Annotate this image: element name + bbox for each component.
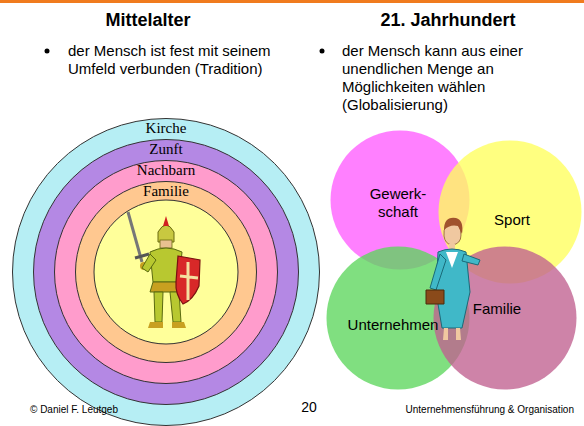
footer-text: Unternehmensführung & Organisation (406, 404, 574, 416)
knight-figure (128, 212, 200, 328)
bullet-dot (320, 49, 325, 54)
node-label: Zunft (33, 141, 299, 158)
column-heading: 21. Jahrhundert (380, 9, 515, 31)
node-label: Kirche (12, 120, 320, 137)
bullet-text: der Mensch kann aus einer unendlichen Me… (342, 42, 576, 114)
column-heading: Mittelalter (105, 9, 190, 31)
sword (128, 212, 142, 262)
footer-text: 20 (301, 399, 317, 415)
briefcase (426, 290, 444, 304)
node-label: Familie (473, 300, 521, 318)
bullet-text: der Mensch ist fest mit seinem Umfeld ve… (68, 42, 296, 78)
node-label: Unternehmen (348, 316, 439, 334)
node-label: Sport (494, 211, 530, 229)
node-label: Nachbarn (54, 162, 278, 179)
node-label: Gewerk- schaft (365, 185, 431, 221)
woman-figure (426, 218, 480, 340)
shield (176, 256, 200, 304)
top-rule (0, 0, 584, 3)
node-label: Familie (75, 183, 257, 200)
bullet-dot (45, 49, 50, 54)
footer-text: © Daniel F. Leutgeb (30, 404, 118, 416)
